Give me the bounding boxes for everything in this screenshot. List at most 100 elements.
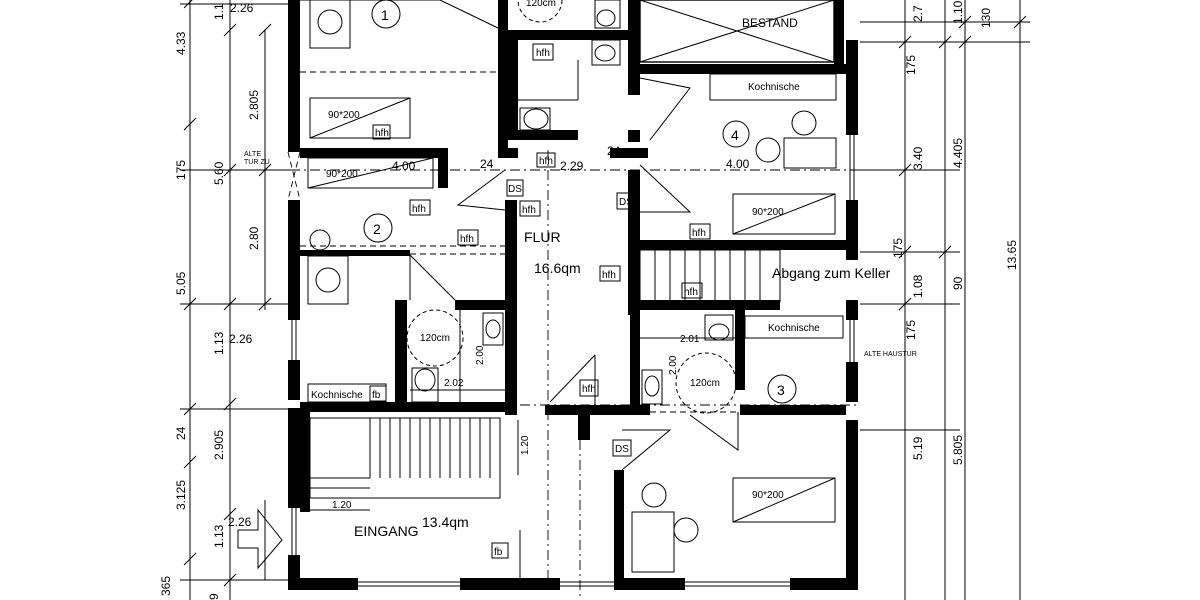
room-4-number: 4 [731,127,739,143]
hfh-marker: hfh [539,156,553,167]
room-number-circle [371,0,401,29]
entrance-arrow-icon [237,508,283,570]
ds-marker: DS [619,197,633,208]
dim-left: 2.905 [212,430,226,460]
room-1: 1 90*200 hfh [309,0,621,140]
hfh-marker: hfh [684,287,698,298]
hfh-marker: hfh [522,205,536,216]
turning-circle-label: 120cm [690,378,720,389]
room-4: Kochnische 4 90*200 hfh 4.00 [639,73,837,240]
eingang-name: EINGANG [354,523,419,539]
dim-left: 5.60 [212,161,226,185]
right-dimension-lines: 2.7 1.10 130 175 3.40 4.405 13.65 175 1.… [860,0,1030,600]
bed [732,477,836,523]
bestand-area [639,0,835,63]
fb-marker: fb [372,390,381,401]
turning-circle-label: 120cm [526,0,556,9]
ds-marker: DS [508,184,522,195]
hfh-marker: hfh [412,204,426,215]
cellar-stairs: hfh Abgang zum Keller [639,249,891,303]
dim-left: 3.125 [174,480,188,510]
dim-left: 1.13 [212,331,226,355]
dim-left: 9 [207,593,221,600]
dim-right: 5.19 [911,436,925,460]
hfh-marker: hfh [460,234,474,245]
room-3-number: 3 [777,382,785,398]
dim-left: 4.33 [174,31,188,55]
dim-left: 2.26 [229,332,253,346]
dim-120b: 1.20 [332,500,352,511]
hfh-marker: hfh [536,48,550,59]
dim-right: 1.08 [911,274,925,298]
dim-right: 4.405 [951,138,965,168]
left-dimension-lines: 4.33 1.1 2.26 2.805 175 5.60 2.80 5.05 1… [159,0,296,600]
bed [732,193,836,235]
bath-lower-left: 120cm 2.02 2.00 [406,309,505,403]
dim-left: 2.26 [230,1,254,15]
walls [288,0,858,590]
room-2-number: 2 [373,221,381,237]
windows [287,0,855,587]
flur-area: 16.6qm [534,260,581,276]
room-2: 90*200 4.00 hfh hfh 2 Kochnische fb [307,157,479,403]
dim-right: 130 [979,8,993,28]
bath-lower-right: 2.01 2.00 120cm [640,314,739,451]
dim-right: 90 [951,276,965,290]
kochnische-label: Kochnische [311,390,363,401]
hfh-marker: hfh [692,228,706,239]
bed [307,157,434,189]
kochnische-label: Kochnische [748,82,800,93]
kochnische-label: Kochnische [768,323,820,334]
dim-left: 5.05 [174,271,188,295]
abgang-label: Abgang zum Keller [772,265,891,281]
dim-right: 1.10 [951,0,965,24]
dim-right: 13.65 [1005,240,1019,270]
hfh-marker: hfh [375,128,389,139]
dim-229: 2.29 [560,159,584,173]
dim-120a: 1.20 [520,435,531,455]
dim-24a: 24 [480,157,494,171]
dim-right: 5.805 [951,435,965,465]
furniture [309,0,351,49]
dim-left: 2.26 [228,515,252,529]
flur-name: FLUR [524,229,561,245]
turning-circle-label: 120cm [420,333,450,344]
dim-right: 3.40 [911,146,925,170]
dim-left: 24 [174,426,188,440]
alte-tur-label-1: ALTE [244,151,261,158]
eingang-area: 13.4qm [422,514,469,530]
dim-right: 175 [904,55,918,75]
dim-left: 2.805 [247,90,261,120]
hfh-marker: hfh [602,270,616,281]
flur: hfh 2.29 24 24 DS DS hfh FLUR 16.6qm hfh… [456,144,636,405]
bed-size: 90*200 [752,490,784,501]
hfh-marker: hfh [582,384,596,395]
upper-bath: hfh [518,39,691,141]
dim-24b: 24 [607,144,621,158]
dim-400b: 4.00 [726,157,750,171]
bed-size: 90*200 [328,110,360,121]
alte-tur-label-2: TUR ZU [244,159,270,166]
bestand-label: BESTAND [742,16,798,30]
alte-haustur-label: ALTE HAUSTUR [864,351,917,358]
dim-200b: 2.00 [668,355,679,375]
dim-right: 175 [891,238,905,258]
dim-left: 365 [159,576,173,596]
dim-201: 2.01 [680,334,700,345]
dim-left: 2.80 [247,226,261,250]
dim-left: 1.1 [212,3,226,20]
dim-400a: 4.00 [392,159,416,173]
fb-marker: fb [494,547,503,558]
bed-size: 90*200 [752,207,784,218]
eingang: 1.20 1.20 EINGANG 13.4qm fb [309,417,531,578]
bed [309,97,411,139]
dim-left: 175 [174,160,188,180]
ds-marker: DS [615,444,629,455]
dim-right: 2.7 [911,5,925,22]
dim-202: 2.02 [444,378,464,389]
dim-left: 1.13 [212,524,226,548]
room-1-number: 1 [381,7,389,23]
bed-size: 90*200 [326,169,358,180]
room-3: Kochnische ALTE HAUSTUR 3 90*200 DS [612,315,917,573]
